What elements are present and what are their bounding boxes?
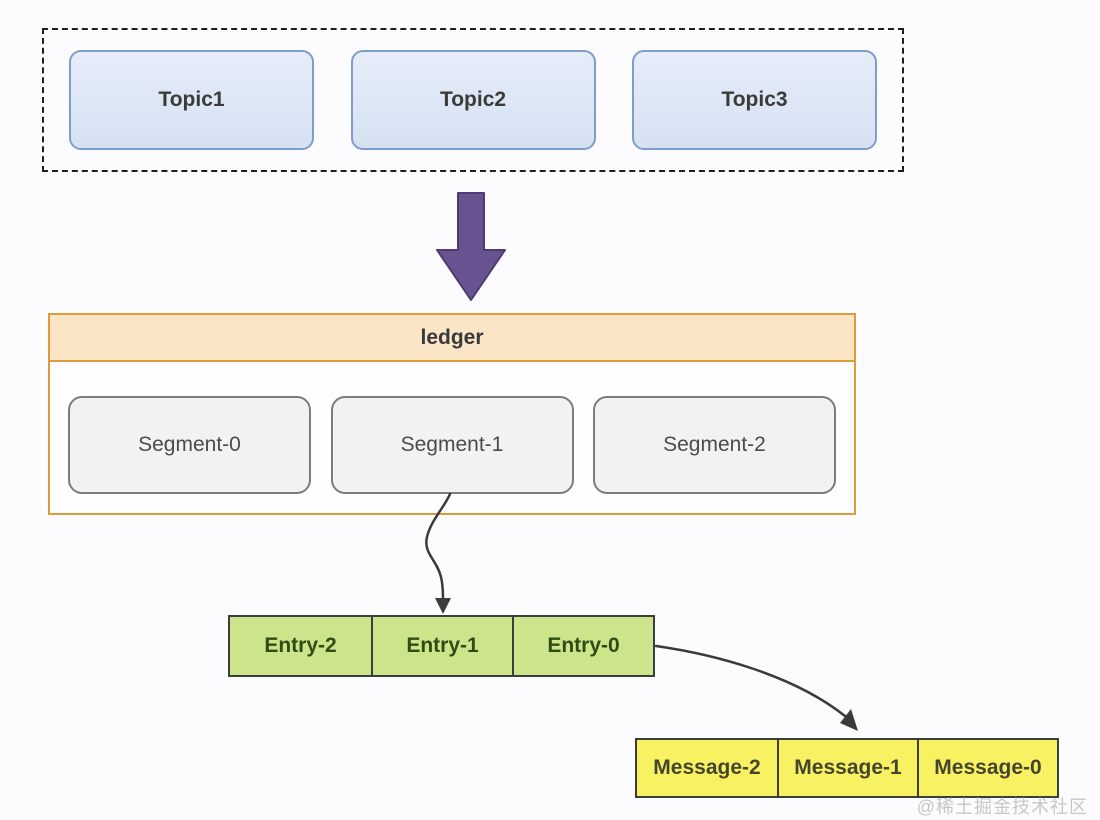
topics-group: Topic1 Topic2 Topic3 <box>42 28 904 172</box>
watermark: @稀土掘金技术社区 <box>916 797 1088 817</box>
segment-label: Segment-1 <box>400 433 504 456</box>
topic-box-2: Topic2 <box>350 50 596 150</box>
entry-label: Entry-2 <box>264 634 337 657</box>
ledger-title: ledger <box>50 315 854 362</box>
segment-box-0: Segment-0 <box>68 396 311 494</box>
entry-to-message-arrow <box>654 644 847 718</box>
entry-label: Entry-0 <box>547 634 620 657</box>
topic-label: Topic1 <box>158 88 225 111</box>
entry-to-message-arrowhead <box>840 709 858 731</box>
ledger-container: ledger Segment-0 Segment-1 Segment-2 <box>48 313 856 515</box>
message-label: Message-0 <box>934 756 1042 779</box>
message-row: Message-2 Message-1 Message-0 <box>635 738 1059 798</box>
segment-box-2: Segment-2 <box>593 396 836 494</box>
entry-cell-0: Entry-0 <box>512 617 653 675</box>
topic-label: Topic3 <box>721 88 788 111</box>
entry-row: Entry-2 Entry-1 Entry-0 <box>228 615 655 677</box>
segment-box-1: Segment-1 <box>330 396 574 494</box>
segment-label: Segment-0 <box>138 433 241 456</box>
entry-cell-2: Entry-2 <box>230 617 371 675</box>
ledger-body: Segment-0 Segment-1 Segment-2 <box>50 362 854 494</box>
segment-to-entry-arrowhead <box>435 598 451 614</box>
message-cell-0: Message-0 <box>917 740 1057 796</box>
entry-label: Entry-1 <box>406 634 479 657</box>
message-cell-2: Message-2 <box>637 740 777 796</box>
topic-label: Topic2 <box>439 88 507 111</box>
topic-box-1: Topic1 <box>69 50 314 150</box>
entry-cell-1: Entry-1 <box>371 617 512 675</box>
segment-label: Segment-2 <box>663 433 766 456</box>
message-label: Message-2 <box>653 756 761 779</box>
down-arrow-icon <box>436 192 506 301</box>
message-cell-1: Message-1 <box>777 740 917 796</box>
topic-box-3: Topic3 <box>632 50 877 150</box>
message-label: Message-1 <box>794 756 902 779</box>
